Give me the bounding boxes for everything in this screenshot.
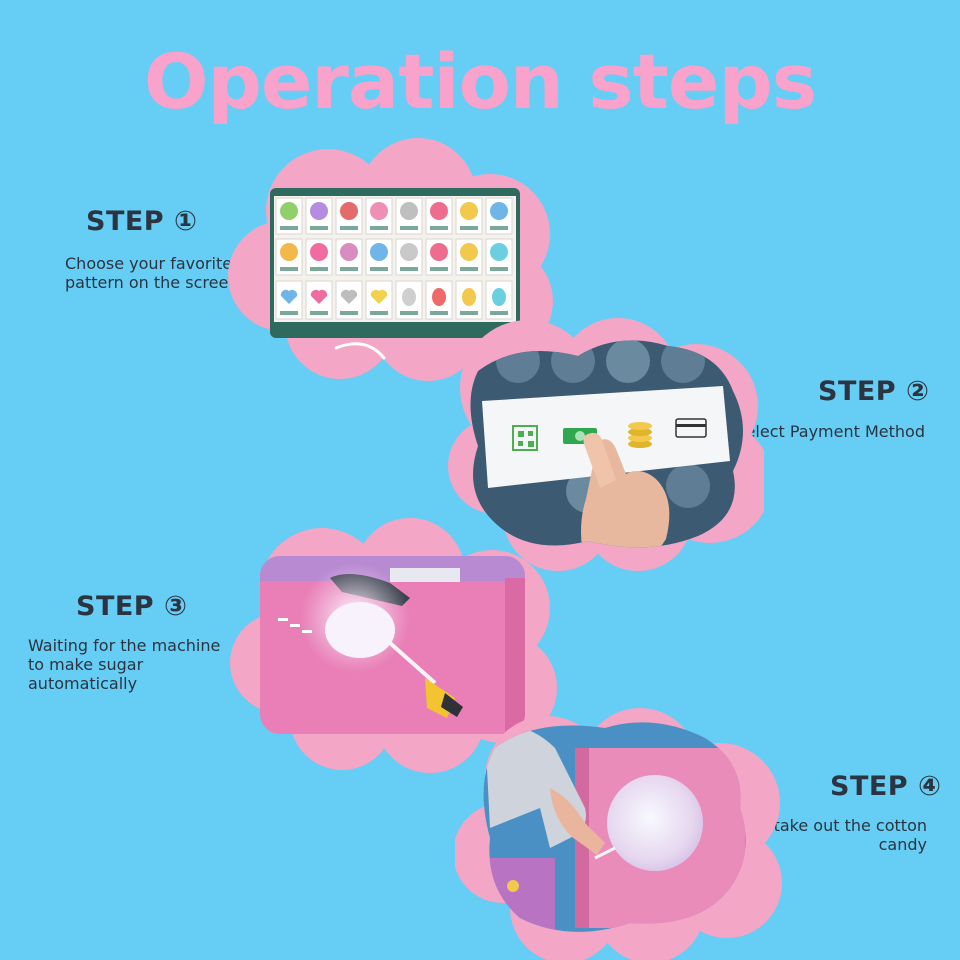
step-2-heading: STEP ② <box>818 376 930 407</box>
card-icon <box>675 418 707 438</box>
step-4-image <box>455 708 790 960</box>
page-title: Operation steps <box>143 37 817 126</box>
step-4-heading: STEP ④ <box>830 771 942 802</box>
pattern-grid <box>275 197 513 320</box>
step-4-description: take out the cotton candy <box>773 816 927 854</box>
step-1-heading: STEP ① <box>86 206 198 237</box>
coins-icon <box>628 422 652 448</box>
step-3-image <box>230 518 560 773</box>
step-1-description: Choose your favorite pattern on the scre… <box>65 254 239 292</box>
step-2-description: Select Payment Method <box>735 422 925 441</box>
step-3-description: Waiting for the machine to make sugar au… <box>28 636 221 693</box>
step-1-image <box>228 136 558 381</box>
qr-code-icon <box>512 425 538 451</box>
step-3-heading: STEP ③ <box>76 591 188 622</box>
step-2-image <box>448 316 764 571</box>
